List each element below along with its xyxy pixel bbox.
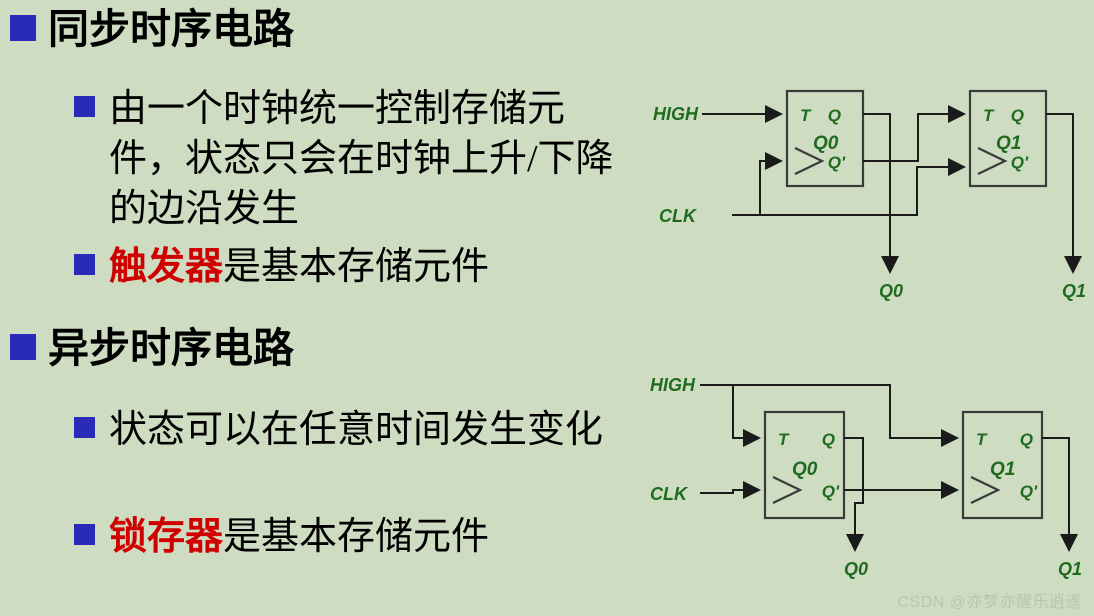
wire-clk-to-ff1 bbox=[732, 152, 783, 216]
item-text: 锁存器是基本存储元件 bbox=[109, 516, 490, 558]
wire-high-to-t1 bbox=[700, 384, 761, 447]
square-bullet-icon bbox=[74, 417, 95, 438]
label-high: HIGH bbox=[650, 375, 696, 395]
ff2-t-pin: T bbox=[983, 106, 995, 125]
ff2-state-label: Q1 bbox=[990, 459, 1015, 480]
section-2-item-2: 锁存器是基本存储元件 bbox=[0, 512, 714, 562]
flipflop-1-box bbox=[785, 89, 865, 188]
wire-clk-to-ff2 bbox=[732, 158, 966, 216]
synchronous-counter-diagram: HIGH CLK T Q Q' Q0 T Q Q' Q1 Q0 Q1 bbox=[645, 72, 1094, 302]
section-2-item-1: 状态可以在任意时间发生变化 bbox=[0, 405, 714, 455]
square-bullet-icon bbox=[74, 524, 95, 545]
square-bullet-icon bbox=[74, 254, 95, 275]
section-heading-1: 同步时序电路 bbox=[0, 6, 650, 52]
square-bullet-icon bbox=[10, 15, 36, 41]
output-q0-label: Q0 bbox=[844, 559, 868, 579]
ff2-q-pin: Q bbox=[1020, 430, 1033, 449]
ff2-qbar-pin: Q' bbox=[1011, 153, 1029, 172]
section-1-item-2: 触发器是基本存储元件 bbox=[0, 242, 714, 292]
ff2-state-label: Q1 bbox=[996, 133, 1021, 154]
flipflop-2-box bbox=[968, 89, 1048, 188]
wire-q2-to-output bbox=[1042, 437, 1078, 552]
item-text: 由一个时钟统一控制存储元件，状态只会在时钟上升/下降的边沿发生 bbox=[109, 88, 614, 230]
section-1-item-1: 由一个时钟统一控制存储元件，状态只会在时钟上升/下降的边沿发生 bbox=[0, 84, 714, 234]
label-high: HIGH bbox=[653, 104, 699, 124]
clock-triangle-1 bbox=[772, 476, 803, 504]
ff1-state-label: Q0 bbox=[813, 133, 839, 154]
ff1-t-pin: T bbox=[800, 106, 812, 125]
ff1-qbar-pin: Q' bbox=[828, 153, 846, 172]
ff1-q-pin: Q bbox=[828, 106, 841, 125]
square-bullet-icon bbox=[74, 96, 95, 117]
clock-triangle-1 bbox=[794, 147, 825, 175]
flipflop-2-box bbox=[961, 410, 1044, 520]
wire-clk-to-ff1 bbox=[700, 481, 761, 499]
wire-q1-to-output bbox=[844, 437, 864, 552]
ff2-t-pin: T bbox=[976, 430, 988, 449]
ff2-qbar-pin: Q' bbox=[1020, 482, 1038, 501]
ff1-qbar-pin: Q' bbox=[822, 482, 840, 501]
ff1-t-pin: T bbox=[778, 430, 790, 449]
wire-high-to-t2 bbox=[733, 384, 959, 447]
ff1-state-label: Q0 bbox=[792, 459, 818, 480]
wire-qbar1-to-t2 bbox=[863, 105, 966, 162]
item-text: 状态可以在任意时间发生变化 bbox=[109, 409, 604, 451]
wire-q2-to-output bbox=[1046, 113, 1082, 274]
wire-q1-to-output bbox=[863, 113, 899, 274]
label-clk: CLK bbox=[659, 206, 698, 226]
ff1-q-pin: Q bbox=[822, 430, 835, 449]
clock-triangle-2 bbox=[977, 147, 1008, 175]
output-q1-label: Q1 bbox=[1062, 281, 1086, 301]
csdn-watermark: CSDN @亦梦亦醒乐逍遥 bbox=[897, 594, 1082, 611]
text-column: 同步时序电路 由一个时钟统一控制存储元件，状态只会在时钟上升/下降的边沿发生 触… bbox=[10, 6, 614, 558]
output-q0-label: Q0 bbox=[879, 281, 903, 301]
output-q1-label: Q1 bbox=[1058, 559, 1082, 579]
highlight-text: 触发器 bbox=[109, 246, 224, 288]
heading-text: 同步时序电路 bbox=[48, 6, 294, 52]
heading-text: 异步时序电路 bbox=[48, 325, 294, 371]
square-bullet-icon bbox=[10, 334, 36, 360]
asynchronous-counter-diagram: HIGH CLK T Q Q' Q0 T Q Q' Q1 Q0 Q1 bbox=[645, 355, 1094, 585]
clock-triangle-2 bbox=[970, 476, 1001, 504]
flipflop-1-box bbox=[763, 410, 846, 520]
ff2-q-pin: Q bbox=[1011, 106, 1024, 125]
section-heading-2: 异步时序电路 bbox=[0, 325, 650, 371]
item-text: 触发器是基本存储元件 bbox=[109, 246, 490, 288]
label-clk: CLK bbox=[650, 484, 689, 504]
highlight-text: 锁存器 bbox=[109, 516, 224, 558]
